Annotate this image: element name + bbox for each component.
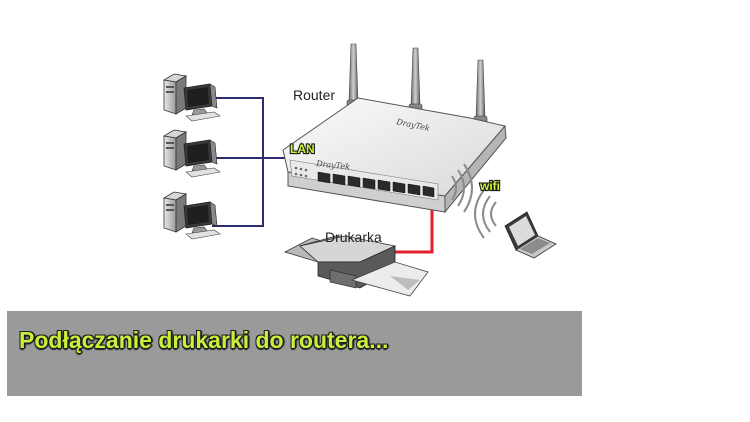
- pc-icon: [163, 73, 221, 122]
- pc-icon: [163, 191, 221, 240]
- antenna-icon: [408, 47, 423, 115]
- router-label: Router: [293, 87, 335, 103]
- laptop-icon: [504, 211, 557, 259]
- lan-ports: [317, 171, 435, 198]
- router-icon: DrayTek DrayTek: [282, 43, 507, 214]
- printer-label: Drukarka: [325, 229, 382, 245]
- router-brand-front: DrayTek: [315, 159, 351, 172]
- printer-icon: [283, 235, 429, 297]
- wifi-label: wifi: [479, 179, 500, 193]
- pc-icon: [163, 129, 221, 178]
- wifi-waves-icon: [451, 163, 497, 239]
- lan-label: LAN: [290, 142, 315, 156]
- title-banner: Podłączanie drukarki do routera...: [7, 311, 582, 396]
- banner-title: Podłączanie drukarki do routera...: [19, 327, 389, 353]
- antenna-icon: [473, 59, 488, 127]
